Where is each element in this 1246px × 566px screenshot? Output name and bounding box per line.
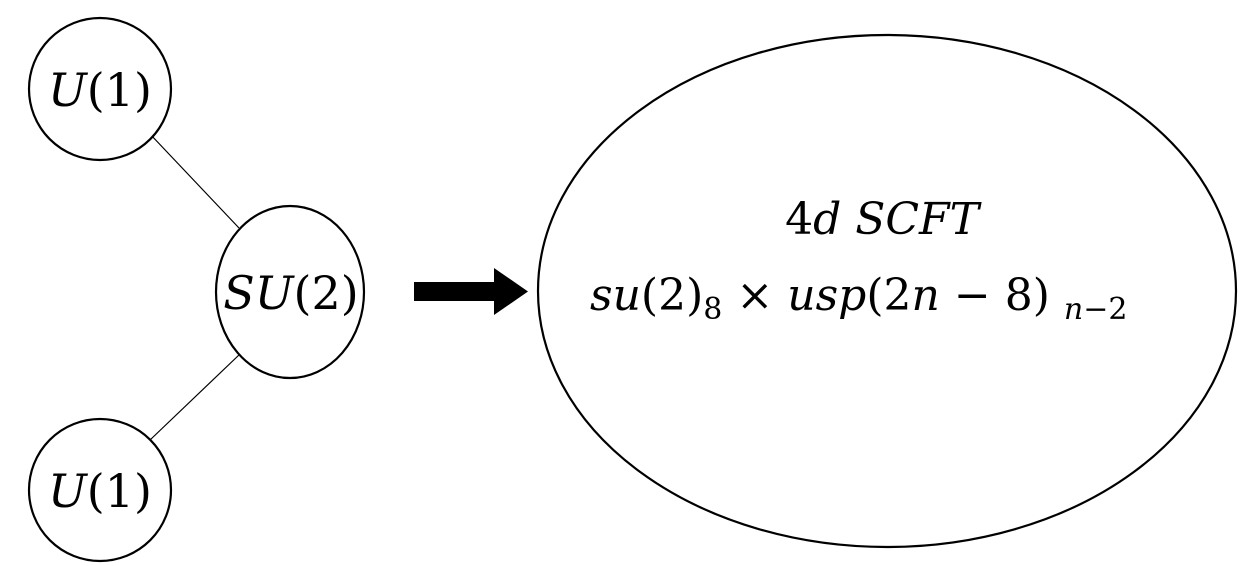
node-u1-top-label: U(1) (48, 63, 152, 117)
result-scft-title: 4d SCFT (785, 194, 983, 245)
edge-u1-top-to-su2 (149, 133, 240, 229)
result-scft-symmetry: su(2)8 × usp(2n − 8) n−2 (590, 270, 1127, 327)
result-scft-node: 4d SCFT su(2)8 × usp(2n − 8) n−2 (536, 33, 1238, 549)
node-su2-circle (214, 204, 366, 380)
node-u1-bottom-label: U(1) (48, 464, 152, 518)
arrow-right-icon (414, 268, 528, 315)
node-u1-top: U(1) (27, 16, 173, 162)
node-su2: SU(2) (214, 204, 366, 380)
edge-su2-to-u1-bottom (149, 353, 241, 441)
result-scft-ellipse (536, 33, 1238, 549)
node-su2-label: SU(2) (223, 266, 358, 320)
node-u1-top-circle (27, 16, 173, 162)
node-u1-bottom: U(1) (27, 417, 173, 563)
node-u1-bottom-circle (27, 417, 173, 563)
